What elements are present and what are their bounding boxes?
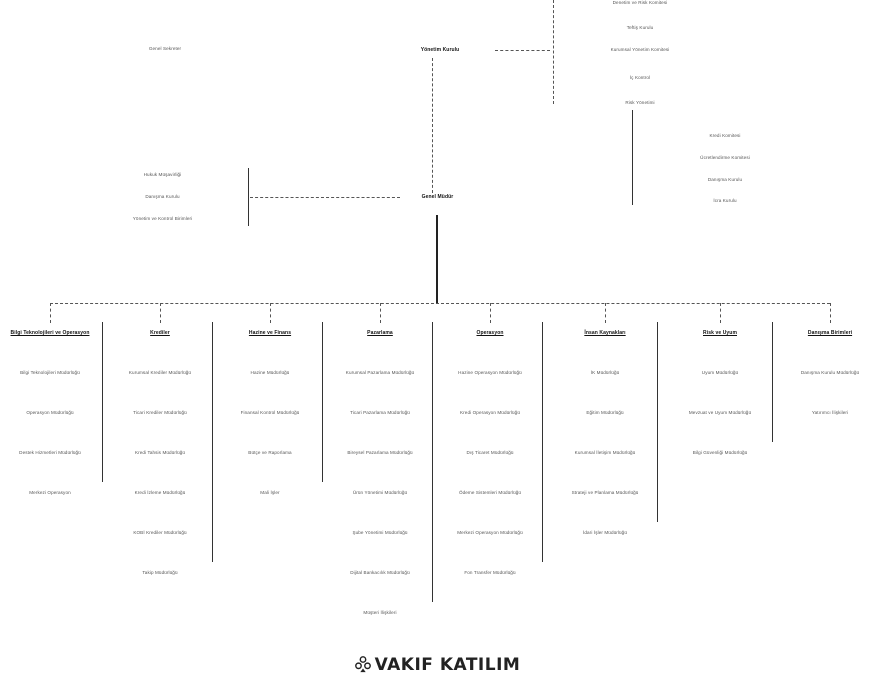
center-node: Genel Müdür [421,194,454,200]
column-item: Bilgi Güvenliği Müdürlüğü [692,450,748,455]
connector [495,50,550,51]
column-item: Danışma Kurulu Müdürlüğü [800,370,860,375]
column-item: Kredi Tahsis Müdürlüğü [134,450,186,455]
column-head: Risk ve Uyum [703,330,737,336]
column-bracket [542,322,543,562]
right-sub-item: Ücretlendirme Komitesi [700,155,750,160]
column-item: Uyum Müdürlüğü [701,370,739,375]
column-bracket [212,322,213,562]
top-right-item: İç Kontrol [629,75,651,80]
column-item: Takip Müdürlüğü [142,570,178,575]
column-item: Hazine Müdürlüğü [250,370,290,375]
top-center-node: Yönetim Kurulu [420,47,460,53]
column-bracket [432,322,433,602]
column-connector [160,303,161,323]
column-item: Ürün Yönetimi Müdürlüğü [352,490,408,495]
left-top-label: Genel Sekreter [148,46,182,51]
column-item: Destek Hizmetleri Müdürlüğü [19,450,81,455]
column-head: Danışma Birimleri [807,330,853,336]
column-item: Merkezi Operasyon [29,490,71,495]
column-connector [490,303,491,323]
left-item: Yönetim ve Kontrol Birimleri [132,216,193,221]
column-item: Kurumsal Krediler Müdürlüğü [128,370,192,375]
column-item: Kurumsal Pazarlama Müdürlüğü [345,370,415,375]
column-item: KOBİ Krediler Müdürlüğü [133,530,187,535]
column-head: Operasyon [476,330,504,336]
column-bracket [657,322,658,522]
column-head: Bilgi Teknolojileri ve Operasyon [10,330,90,336]
brand-name: VAKIF KATILIM [374,655,521,675]
column-item: Dış Ticaret Müdürlüğü [466,450,514,455]
column-connector [720,303,721,323]
column-bracket [772,322,773,442]
column-connector [605,303,606,323]
top-right-item: Teftiş Kurulu [626,25,654,30]
top-right-item: Kurumsal Yönetim Komitesi [610,47,670,52]
column-item: Kurumsal İletişim Müdürlüğü [574,450,636,455]
column-item: Kredi İzleme Müdürlüğü [134,490,186,495]
column-item: Fon Transfer Müdürlüğü [464,570,516,575]
vakif-logo-icon [354,656,371,673]
column-head: İnsan Kaynakları [584,330,626,336]
column-item: Ödeme Sistemleri Müdürlüğü [458,490,522,495]
column-item: Merkezi Operasyon Müdürlüğü [457,530,523,535]
top-right-item: Risk Yönetimi [625,100,655,105]
column-item: Hazine Operasyon Müdürlüğü [458,370,522,375]
column-item: İdari İşler Müdürlüğü [583,530,627,535]
connector [250,197,400,198]
top-right-item: Denetim ve Risk Komitesi [612,0,668,5]
trunk-line [436,215,438,303]
column-item: Operasyon Müdürlüğü [26,410,74,415]
connector [432,58,433,193]
column-item: Strateji ve Planlama Müdürlüğü [571,490,639,495]
column-item: Eğitim Müdürlüğü [586,410,624,415]
column-item: Bireysel Pazarlama Müdürlüğü [347,450,413,455]
left-item: Hukuk Müşavirliği [143,172,182,177]
right-sub-item: İcra Kurulu [713,198,737,203]
left-item: Danışma Kurulu [145,194,180,199]
column-item: Ticari Krediler Müdürlüğü [133,410,187,415]
column-connector [380,303,381,323]
connector [553,0,554,104]
column-item: Ticari Pazarlama Müdürlüğü [350,410,410,415]
column-item: Finansal Kontrol Müdürlüğü [240,410,300,415]
right-sub-item: Danışma Kurulu [707,177,743,182]
branch-line [50,303,830,304]
column-item: Müşteri İlişkileri [363,610,397,615]
column-connector [50,303,51,323]
column-item: Mali İşler [260,490,280,495]
connector [632,110,633,205]
right-sub-item: Kredi Komitesi [709,133,741,138]
brand-logo: VAKIF KATILIM [0,655,874,675]
column-connector [270,303,271,323]
connector [248,168,249,226]
column-bracket [102,322,103,482]
column-item: Şube Yönetimi Müdürlüğü [352,530,408,535]
column-bracket [322,322,323,482]
column-head: Krediler [150,330,170,336]
column-item: Kredi Operasyon Müdürlüğü [460,410,520,415]
column-head: Hazine ve Finans [248,330,292,336]
column-item: Yatırımcı İlişkileri [811,410,849,415]
column-head: Pazarlama [367,330,393,336]
column-item: İK Müdürlüğü [590,370,620,375]
column-item: Bütçe ve Raporlama [248,450,292,455]
column-connector [830,303,831,323]
column-item: Mevzuat ve Uyum Müdürlüğü [688,410,752,415]
column-item: Bilgi Teknolojileri Müdürlüğü [20,370,80,375]
column-item: Dijital Bankacılık Müdürlüğü [350,570,410,575]
